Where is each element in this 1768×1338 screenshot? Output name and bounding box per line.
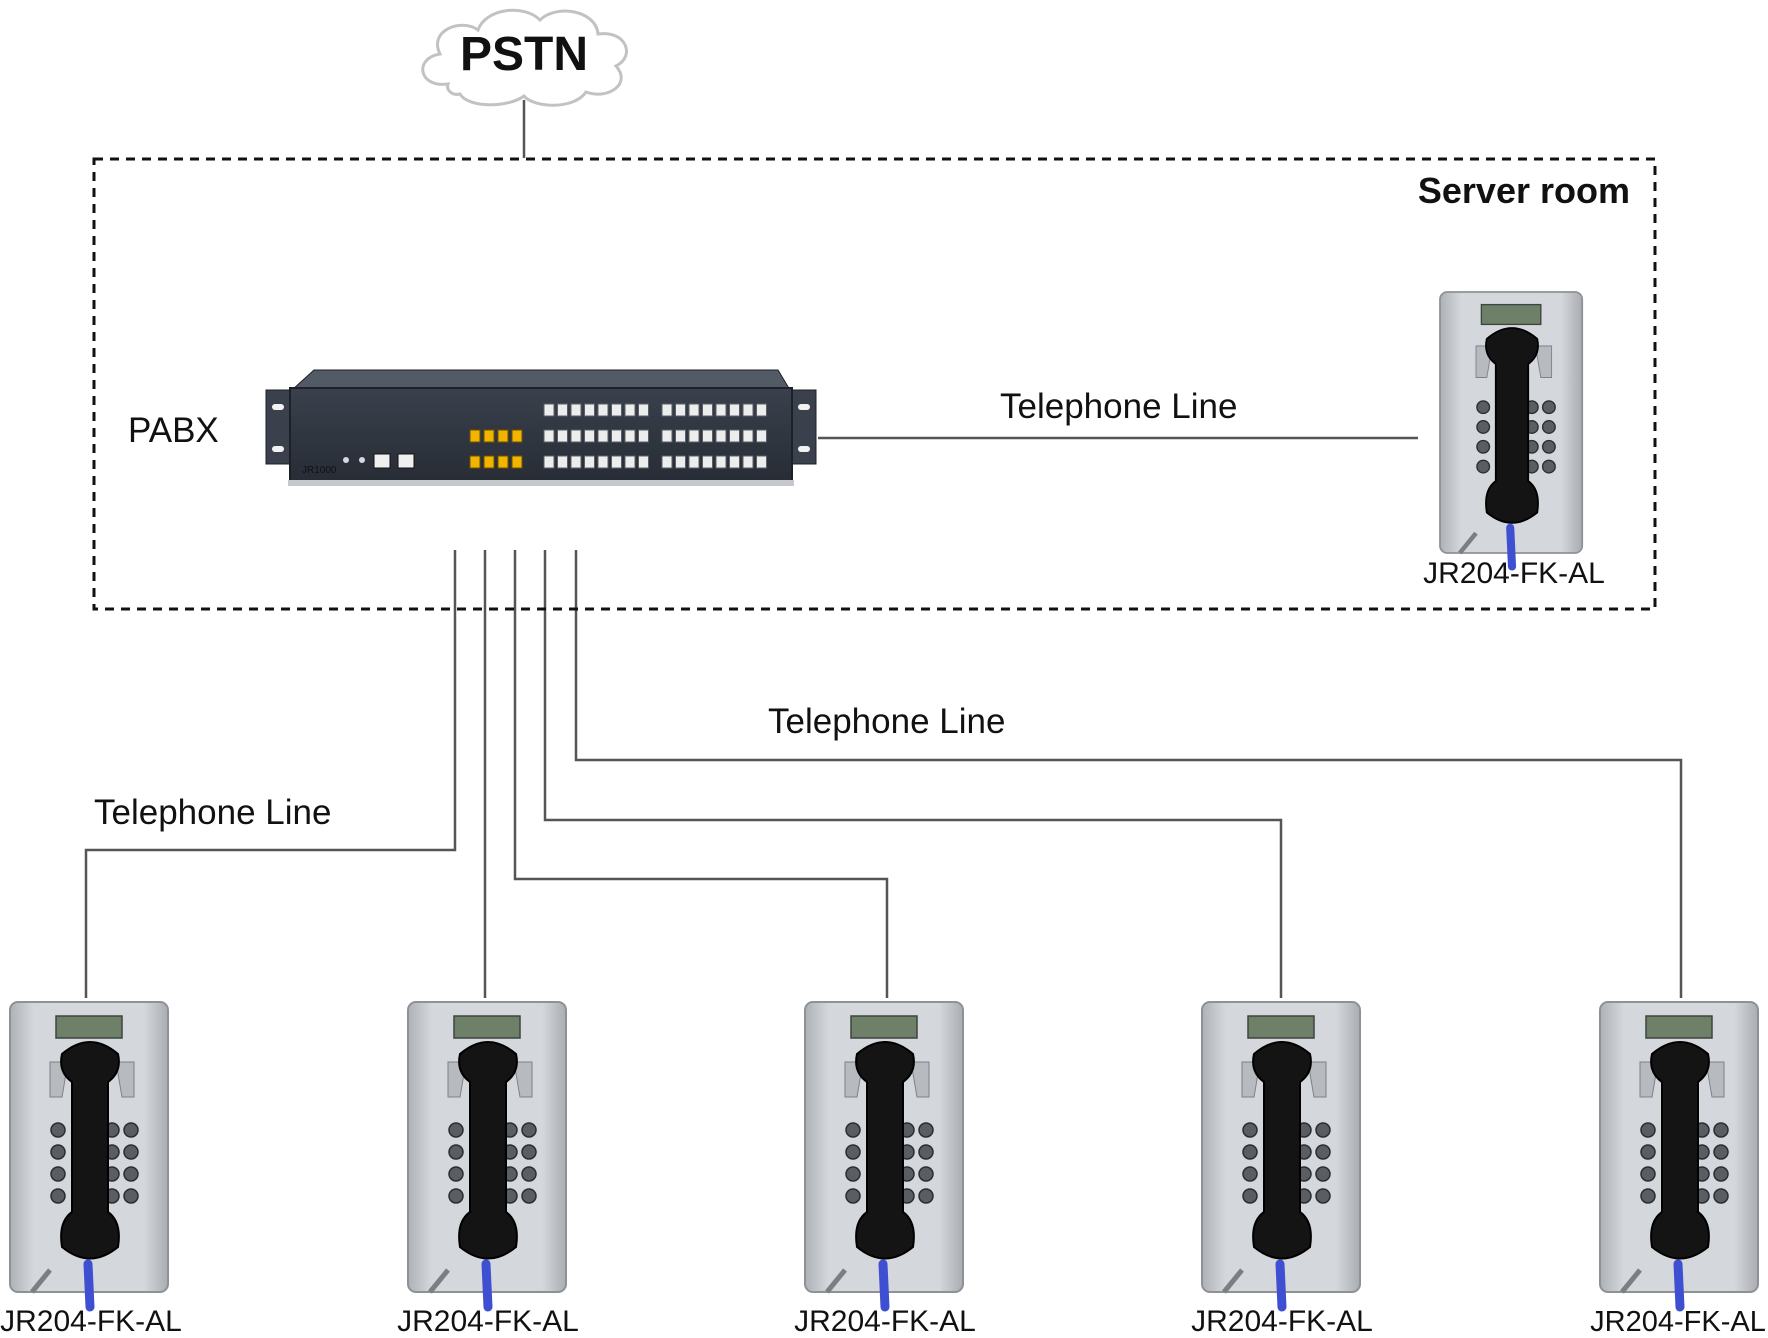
extension-port <box>661 455 673 469</box>
extension-port <box>611 403 622 417</box>
field-phone-3: JR204-FK-AL <box>794 1002 976 1338</box>
extension-port <box>675 455 686 469</box>
extension-port <box>715 455 727 469</box>
phone-icon <box>10 1002 168 1307</box>
extension-port <box>661 429 673 443</box>
extension-port <box>702 429 713 443</box>
extension-port <box>557 455 568 469</box>
line-to-phone-4 <box>543 550 1283 998</box>
pabx-label: PABX <box>128 411 219 450</box>
extension-port <box>570 403 582 417</box>
pstn-label: PSTN <box>460 28 588 81</box>
field-phone-label: JR204-FK-AL <box>397 1305 579 1338</box>
extension-port <box>715 403 727 417</box>
trunk-port <box>469 455 481 469</box>
extension-port <box>584 455 595 469</box>
field-phone-label: JR204-FK-AL <box>1590 1306 1766 1338</box>
extension-port <box>638 403 649 417</box>
extension-port <box>702 403 713 417</box>
line-to-phone-3 <box>513 550 889 998</box>
server-phone: JR204-FK-AL <box>1423 292 1605 590</box>
field-phone-1: JR204-FK-AL <box>0 1002 182 1338</box>
field-phone-label: JR204-FK-AL <box>794 1305 976 1338</box>
extension-port <box>675 429 686 443</box>
left-line-label: Telephone Line <box>94 793 331 832</box>
extension-port <box>742 455 754 469</box>
phone-icon <box>1202 1002 1360 1307</box>
extension-port <box>543 455 555 469</box>
extension-port <box>597 429 609 443</box>
field-phone-5: JR204-FK-AL <box>1590 1002 1766 1338</box>
extension-port <box>584 429 595 443</box>
phone-icon <box>1600 1002 1758 1307</box>
extension-port <box>756 403 767 417</box>
extension-port <box>570 455 582 469</box>
extension-port <box>661 403 673 417</box>
phone-icon <box>1440 292 1582 567</box>
extension-port <box>702 455 713 469</box>
extension-port <box>729 403 740 417</box>
connection-lines <box>84 100 1683 998</box>
extension-port <box>688 403 700 417</box>
phone-icon <box>805 1002 963 1307</box>
field-phone-label: JR204-FK-AL <box>1191 1305 1373 1338</box>
extension-port <box>742 403 754 417</box>
field-phone-4: JR204-FK-AL <box>1191 1002 1373 1338</box>
extension-port <box>597 403 609 417</box>
extension-port <box>543 429 555 443</box>
extension-port <box>756 429 767 443</box>
trunk-port <box>511 455 523 469</box>
extension-port <box>688 455 700 469</box>
extension-port <box>597 455 609 469</box>
extension-port <box>624 455 636 469</box>
line-to-phone-1 <box>84 550 457 998</box>
server-room-label: Server room <box>1418 170 1630 211</box>
pabx-model-text: JR1000 <box>302 465 337 476</box>
phone-icon <box>408 1002 566 1307</box>
extension-port <box>742 429 754 443</box>
extension-port <box>729 455 740 469</box>
field-phone-label: JR204-FK-AL <box>0 1305 182 1338</box>
extension-port <box>675 403 686 417</box>
extension-port <box>624 429 636 443</box>
server-room-boundary <box>92 157 1657 611</box>
extension-port <box>611 429 622 443</box>
pabx-device: JR1000 <box>265 369 817 486</box>
extension-port <box>570 429 582 443</box>
extension-port <box>638 455 649 469</box>
server-phone-label: JR204-FK-AL <box>1423 557 1605 590</box>
pstn-cloud: PSTN <box>421 8 628 107</box>
extension-port <box>584 403 595 417</box>
middle-line-label: Telephone Line <box>768 702 1005 741</box>
trunk-port <box>497 429 509 443</box>
extension-port <box>715 429 727 443</box>
extension-port <box>638 429 649 443</box>
extension-port <box>611 455 622 469</box>
extension-port <box>756 455 767 469</box>
extension-port <box>557 429 568 443</box>
field-phone-2: JR204-FK-AL <box>397 1002 579 1338</box>
trunk-port <box>483 429 495 443</box>
line-to-phone-5 <box>574 550 1683 998</box>
extension-port <box>543 403 555 417</box>
extension-port <box>729 429 740 443</box>
trunk-port <box>511 429 523 443</box>
trunk-port <box>469 429 481 443</box>
extension-port <box>557 403 568 417</box>
extension-port <box>688 429 700 443</box>
trunk-port <box>483 455 495 469</box>
cloud-icon <box>421 8 628 107</box>
server-line-label: Telephone Line <box>1000 387 1237 426</box>
trunk-port <box>497 455 509 469</box>
extension-port <box>624 403 636 417</box>
